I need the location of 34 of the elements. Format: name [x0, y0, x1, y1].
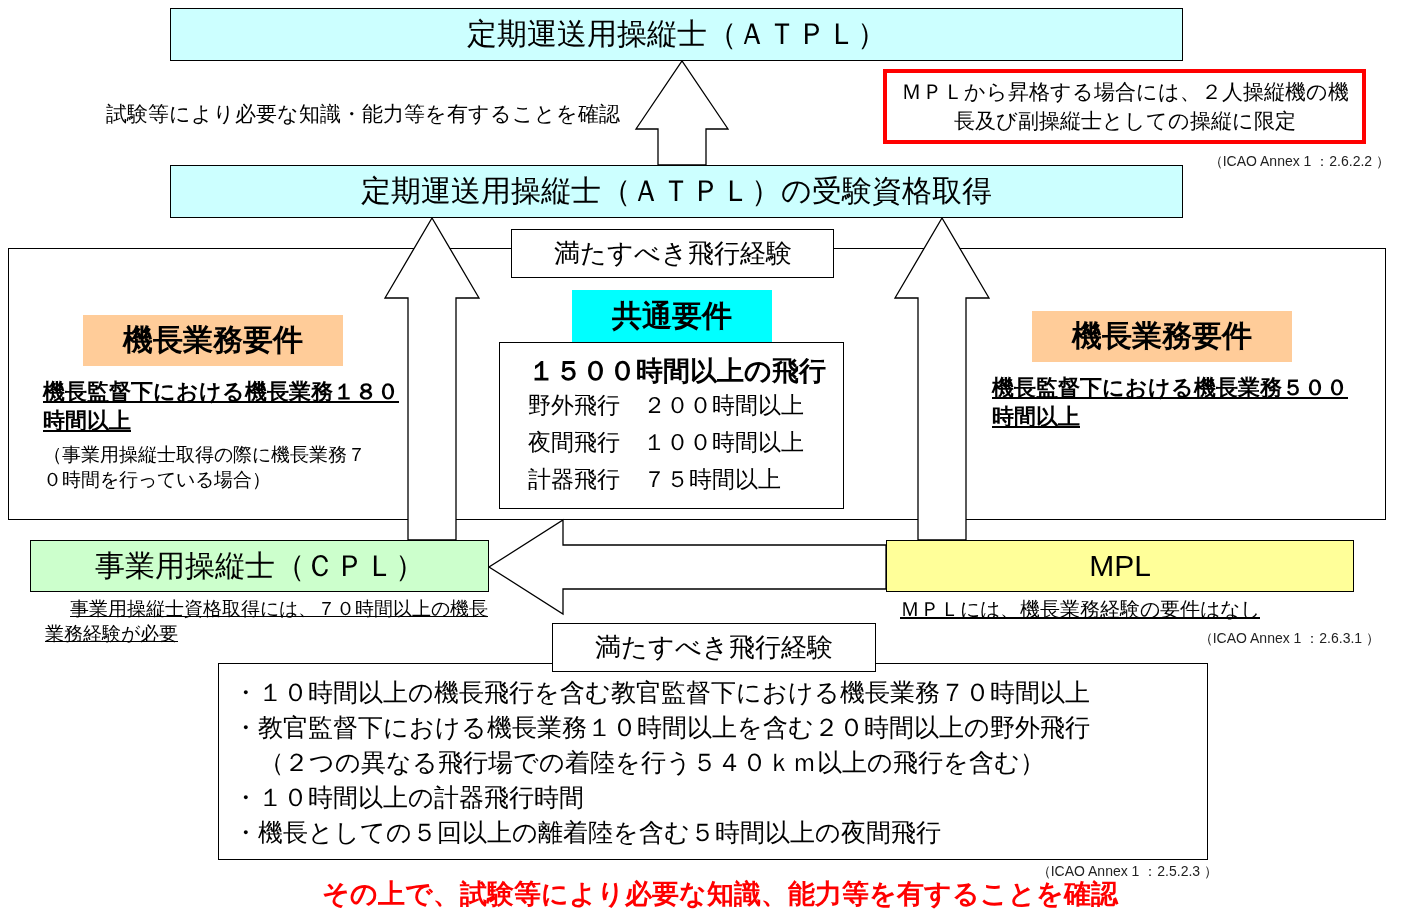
- requirements-box: [499, 342, 844, 509]
- license-box: 事業用操縦士（ＣＰＬ）: [30, 540, 489, 592]
- note-box: ＭＰＬから昇格する場合には、２人操縦機の機長及び副操縦士としての操縦に限定: [883, 69, 1366, 144]
- heading-box: 機長業務要件: [1032, 311, 1292, 362]
- note-text: 事業用操縦士資格取得には、７０時間以上の機長業務経験が必要: [45, 596, 489, 646]
- requirement-text: 機長監督下における機長業務１８０時間以上: [43, 378, 400, 435]
- heading-box: 満たすべき飛行経験: [511, 229, 834, 278]
- note-text: ＭＰＬには、機長業務経験の要件はなし: [900, 596, 1261, 622]
- block-arrow: [634, 59, 730, 166]
- heading-text: １５００時間以上の飛行: [528, 354, 826, 388]
- list-item: ・機長としての５回以上の離着陸を含む５時間以上の夜間飛行: [233, 817, 941, 849]
- list-item: 計器飛行 ７５時間以上: [528, 465, 781, 494]
- qualification-box: 定期運送用操縦士（ＡＴＰＬ）の受験資格取得: [170, 165, 1183, 218]
- reference-text: （ICAO Annex 1 ：2.6.3.1 ）: [1197, 629, 1380, 648]
- edge-label: 試験等により必要な知識・能力等を有することを確認: [105, 101, 620, 128]
- list-item: 夜間飛行 １００時間以上: [528, 428, 804, 457]
- block-arrow: [893, 216, 991, 541]
- block-arrow: [487, 518, 887, 616]
- requirement-text: 機長監督下における機長業務５００時間以上: [992, 374, 1349, 431]
- note-text: （事業用操縦士取得の際に機長業務７０時間を行っている場合）: [43, 442, 367, 492]
- list-item: ・１０時間以上の機長飛行を含む教官監督下における機長業務７０時間以上: [233, 677, 1090, 709]
- license-box: MPL: [886, 540, 1354, 592]
- reference-text: （ICAO Annex 1 ：2.6.2.2 ）: [1207, 152, 1390, 171]
- caption: その上で、試験等により必要な知識、能力等を有することを確認: [321, 878, 1120, 911]
- list-item: ・教官監督下における機長業務１０時間以上を含む２０時間以上の野外飛行: [233, 712, 1090, 744]
- heading-box: 機長業務要件: [83, 315, 343, 366]
- block-arrow: [383, 216, 481, 541]
- heading-box: 共通要件: [572, 290, 772, 342]
- license-box: 定期運送用操縦士（ＡＴＰＬ）: [170, 8, 1183, 61]
- list-item: ・１０時間以上の計器飛行時間: [233, 782, 584, 814]
- list-item: （２つの異なる飛行場での着陸を行う５４０ｋｍ以上の飛行を含む）: [259, 747, 1045, 779]
- reference-text: （ICAO Annex 1 ：2.5.2.3 ）: [1035, 862, 1218, 880]
- list-item: 野外飛行 ２００時間以上: [528, 391, 804, 420]
- heading-box: 満たすべき飛行経験: [552, 623, 876, 672]
